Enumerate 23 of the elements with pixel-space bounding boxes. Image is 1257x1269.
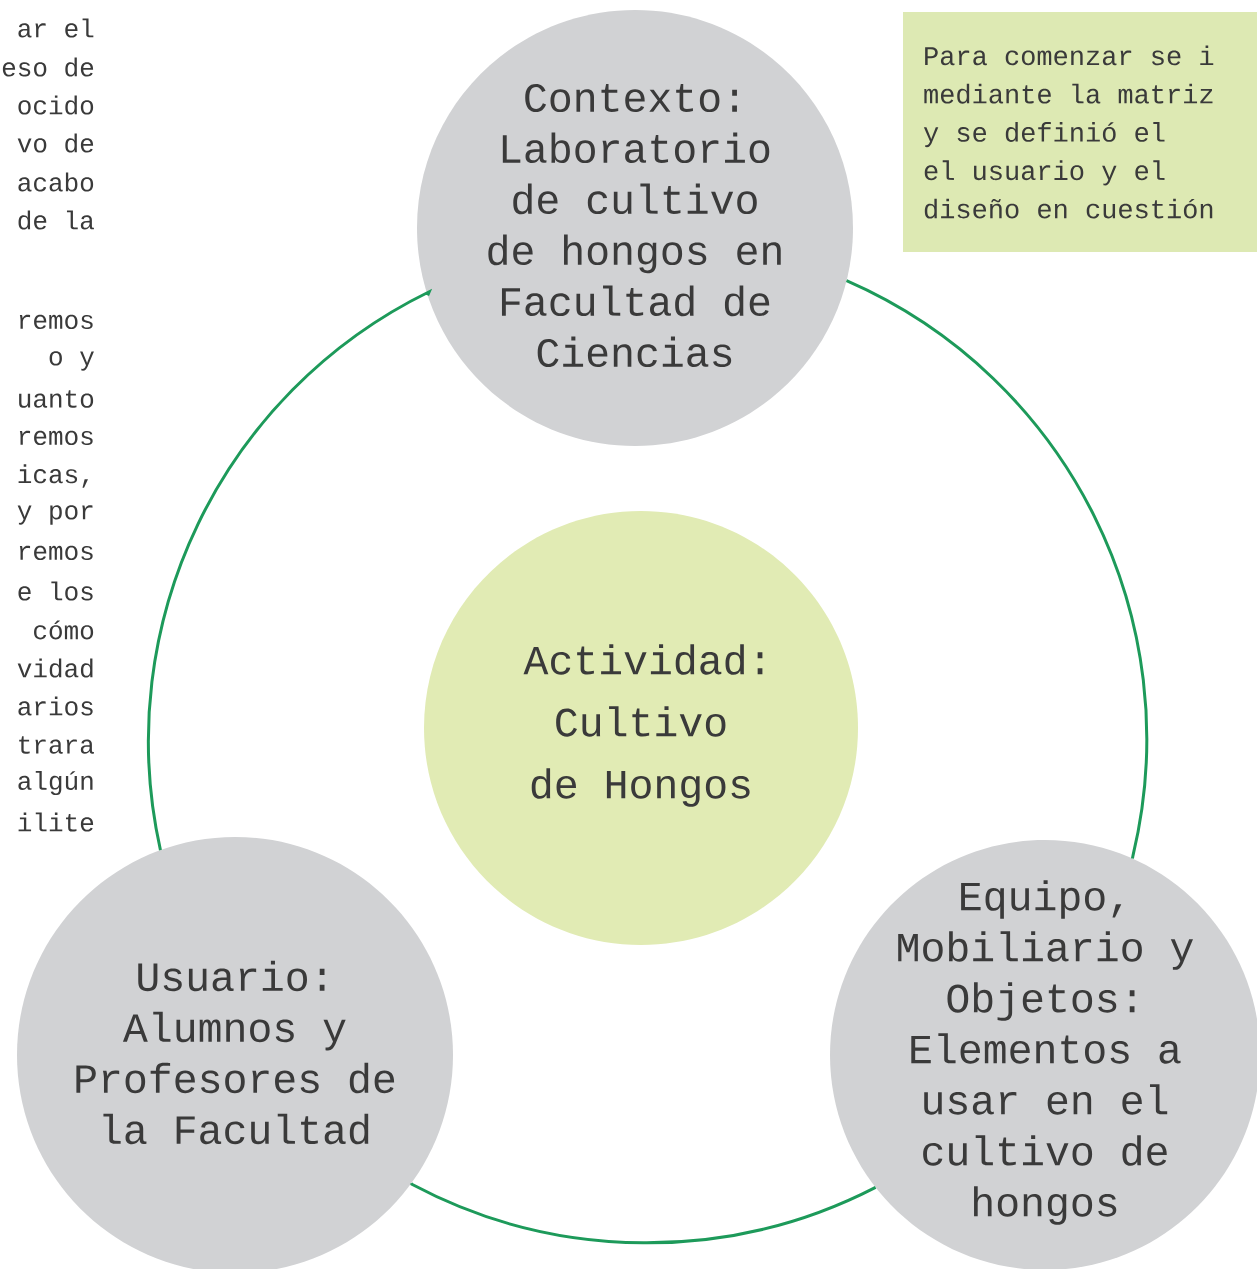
text-fragment: algún — [18, 770, 93, 796]
text-fragment: icas, — [18, 464, 88, 488]
text-fragment: remos — [19, 545, 93, 561]
text-fragment: o y — [49, 351, 94, 371]
text-fragment: eso de — [2, 57, 94, 77]
text-fragment: acabo — [18, 172, 94, 192]
text-fragment: trara — [19, 736, 94, 754]
note-box: Para comenzar se i mediante la matriz y se definió el el usuario y el diseño en cuestión — [903, 12, 1257, 252]
text-fragment: uanto — [19, 390, 94, 408]
text-fragment: y por — [17, 505, 93, 525]
ring-arc — [845, 279, 1149, 859]
text-fragment: ar el — [18, 18, 94, 38]
text-fragment: arios — [18, 696, 93, 716]
ring-arc — [410, 1181, 877, 1245]
text-fragment: de la — [18, 210, 94, 230]
text-fragment: vo de — [17, 133, 94, 153]
text-fragment: cómo — [34, 620, 94, 640]
ring-arc — [146, 290, 431, 851]
text-fragment: e los — [18, 581, 93, 601]
text-fragment: vidad — [17, 658, 93, 678]
text-fragment: remos — [19, 314, 93, 330]
text-fragment: remos — [19, 430, 93, 446]
text-fragment: ocido — [18, 95, 94, 115]
